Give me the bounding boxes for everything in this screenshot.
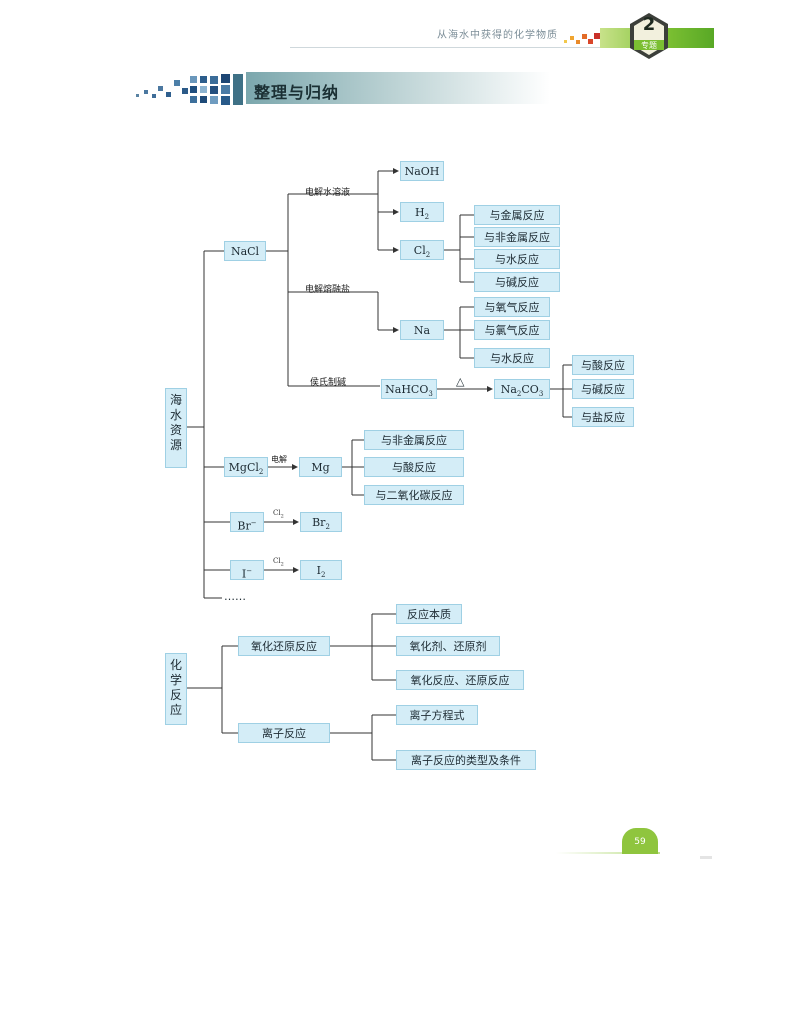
chapter-label: 专题 [641,41,657,50]
na-reaction-oxygen: 与氧气反应 [474,297,550,317]
mgcl2-formula: MgCl [228,461,259,474]
node-br2: Br2 [300,512,342,532]
br2-symbol: Br [312,516,326,529]
cl2-reaction-metal: 与金属反应 [474,205,560,225]
node-iodide: I− [230,560,264,581]
heat-symbol: △ [456,375,465,388]
chapter-badge [630,13,668,59]
node-naoh: NaOH [400,161,444,181]
mg-reaction-acid: 与酸反应 [364,457,464,477]
section-title-bar [246,72,550,104]
page-dash [700,856,712,859]
na2co3-sub2: 3 [538,390,544,399]
nahco3-formula: NaHCO [385,383,429,396]
bromide-charge: − [250,519,257,527]
iodide-symbol: I [241,567,247,581]
cl2-reaction-water: 与水反应 [474,249,560,269]
ellipsis-more: …… [224,590,246,603]
redox-item-essence: 反应本质 [396,604,462,624]
na2co3-reaction-acid: 与酸反应 [572,355,634,375]
na2co3-reaction-salt: 与盐反应 [572,407,634,427]
node-nahco3: NaHCO3 [381,379,437,399]
bromide-symbol: Br [237,519,251,533]
section-pixel-decoration [136,74,243,105]
ionic-item-types: 离子反应的类型及条件 [396,750,536,770]
na2co3-sub1: 2 [516,390,522,399]
na2co3-part2: CO [521,383,539,396]
i2-symbol: I [316,564,321,577]
node-ionic-reaction: 离子反应 [238,723,330,743]
root-seawater-resources: 海水资源 [165,388,187,468]
page-number: 59 [622,828,658,854]
node-mgcl2: MgCl2 [224,457,268,477]
section-title: 整理与归纳 [254,83,340,102]
node-bromide: Br− [230,512,264,533]
redox-item-agents: 氧化剂、还原剂 [396,636,500,656]
cl2-reaction-nonmetal: 与非金属反应 [474,227,560,247]
cl2-reaction-base: 与碱反应 [474,272,560,292]
node-nacl: NaCl [224,241,266,261]
ionic-item-equation: 离子方程式 [396,705,478,725]
cl2-br-symbol: Cl [273,509,281,517]
node-redox-reaction: 氧化还原反应 [238,636,330,656]
i2-subscript: 2 [320,571,326,580]
chapter-number: 2 [642,14,656,35]
book-title: 从海水中获得的化学物质 [437,30,558,41]
header-pixel-decoration [564,33,600,44]
node-na2co3: Na2CO3 [494,379,550,399]
label-cl2-br: Cl2 [273,509,284,519]
cl2-i-sub: 2 [280,561,284,568]
label-electrolysis-solution: 电解水溶液 [305,188,351,198]
mg-reaction-co2: 与二氧化碳反应 [364,485,464,505]
cl2-subscript: 2 [425,251,431,260]
label-hou-process: 侯氏制碱 [310,378,347,388]
node-cl2: Cl2 [400,240,444,260]
header-rule [290,47,600,48]
redox-item-reactions: 氧化反应、还原反应 [396,670,524,690]
nahco3-subscript: 3 [428,390,433,399]
cl2-br-sub: 2 [280,513,284,520]
mg-reaction-nonmetal: 与非金属反应 [364,430,464,450]
mgcl2-subscript: 2 [258,468,264,477]
h2-subscript: 2 [424,213,430,222]
cl2-i-symbol: Cl [273,557,281,565]
iodide-charge: − [246,567,253,575]
page-number-rule [556,852,660,854]
na2co3-reaction-base: 与碱反应 [572,379,634,399]
node-h2: H2 [400,202,444,222]
h2-symbol: H [414,206,425,219]
root-chemical-reactions: 化学反应 [165,653,187,725]
node-mg: Mg [299,457,342,477]
cl2-symbol: Cl [413,244,426,257]
label-electrolysis-melt: 电解熔融盐 [305,285,351,295]
label-cl2-i: Cl2 [273,557,284,567]
br2-subscript: 2 [325,523,330,532]
na2co3-part1: Na [500,383,517,396]
na-reaction-chlorine: 与氯气反应 [474,320,550,340]
label-mg-electrolysis: 电解 [271,455,287,464]
na-reaction-water: 与水反应 [474,348,550,368]
node-na: Na [400,320,444,340]
node-i2: I2 [300,560,342,580]
